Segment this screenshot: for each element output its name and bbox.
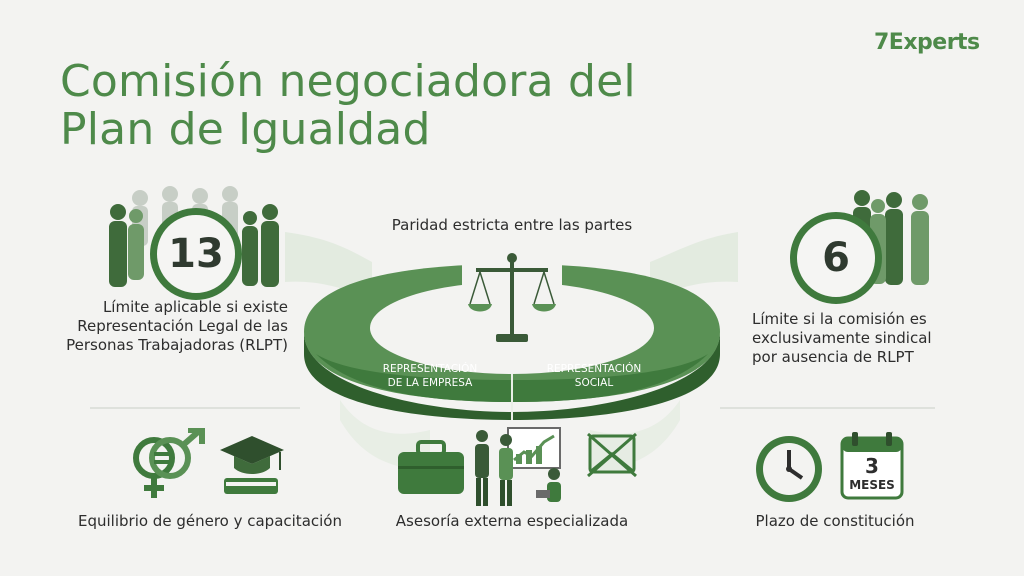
no-fax-icon [587,432,637,478]
gender-balance-label: Equilibrio de género y capacitación [78,512,342,530]
calendar-unit: MESES [849,478,895,492]
committee-limit-6-badge: 6 [790,212,882,304]
parity-heading: Paridad estricta entre las partes [391,216,633,234]
presentation-icon [475,427,561,506]
union-limit-text: Límite si la comisión es exclusivamente … [752,310,932,366]
social-segment-label-line2: SOCIAL [575,377,614,389]
calendar-frame [840,432,904,500]
deadline-label: Plazo de constitución [755,512,915,530]
external-advice-label: Asesoría externa especializada [395,512,629,530]
clock-icon [756,436,822,502]
rlpt-limit-text: Límite aplicable si existe Representació… [66,298,288,354]
employer-segment-label-line1: REPRESENTACIÓN [383,362,478,375]
page-title-line2: Plan de Igualdad [60,104,431,155]
brand-logo: 7Experts [874,30,980,55]
committee-limit-13-badge: 13 [150,208,242,300]
graduation-cap-icon [220,436,284,494]
calendar-number: 3 [865,454,879,478]
page-title: Comisión negociadora del Plan de Igualda… [60,58,636,154]
gender-equality-icon [133,428,205,498]
social-segment-label-line1: REPRESENTACIÓN [547,362,642,375]
briefcase-icon [398,440,464,494]
page-title-line1: Comisión negociadora del [60,56,636,107]
employer-segment-label-line2: DE LA EMPRESA [388,377,473,389]
calendar-icon: 3 MESES [840,432,904,500]
balance-scale-icon [468,253,556,342]
